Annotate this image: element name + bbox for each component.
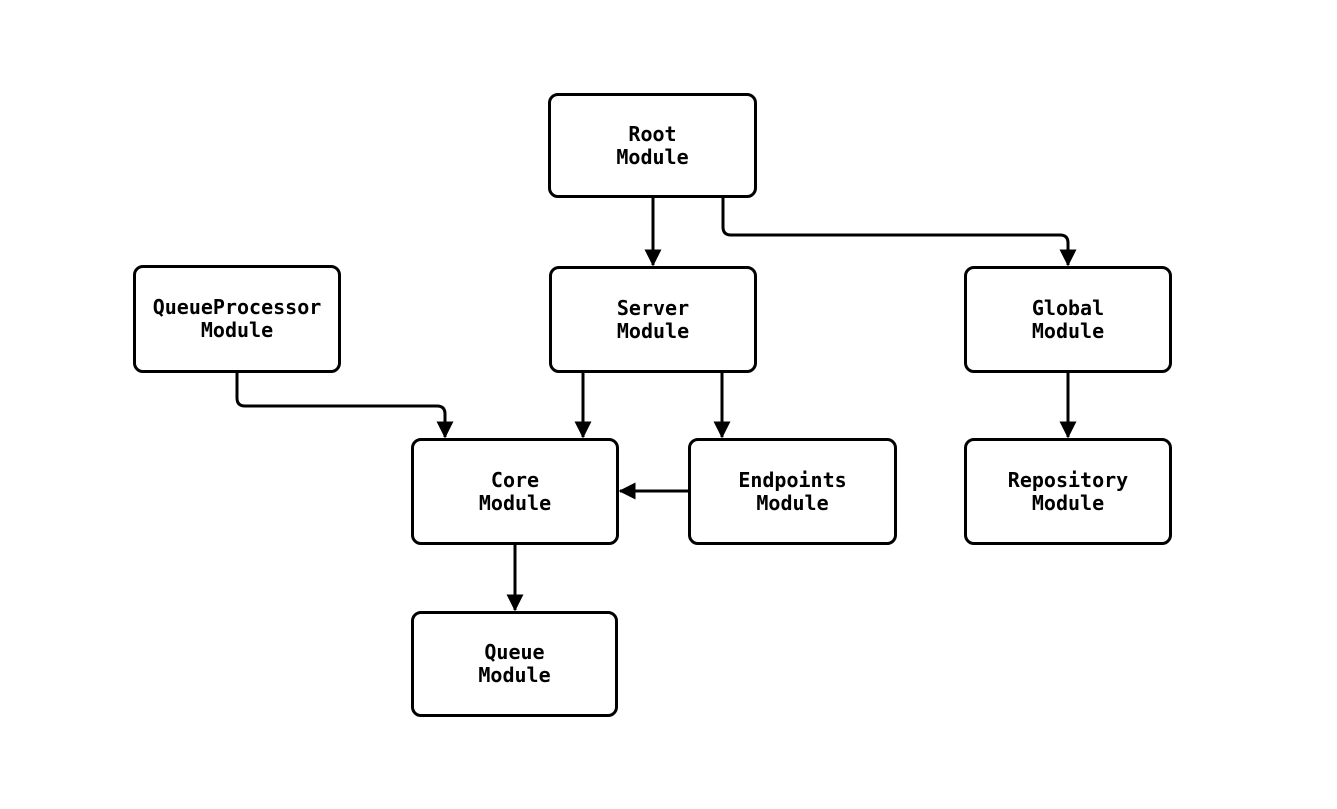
node-label-line: Module xyxy=(200,318,274,342)
node-label-line: Core xyxy=(490,467,540,492)
node-label-line: Root xyxy=(628,121,677,146)
node-label-line: Module xyxy=(478,663,551,687)
edge-root-to-global xyxy=(721,198,1077,267)
node-label-line: Endpoints xyxy=(738,467,847,492)
node-label-line: Global xyxy=(1031,295,1105,320)
edges-group xyxy=(235,198,1077,612)
node-label-line: Module xyxy=(616,318,690,343)
edge-queueprocessor-to-core xyxy=(235,373,454,439)
node-label-line: Server xyxy=(616,295,690,320)
node-label-line: Module xyxy=(756,490,829,515)
node-label-line: Module xyxy=(1031,318,1105,343)
node-label-line: Repository xyxy=(1007,467,1129,492)
node-label-line: QueueProcessor xyxy=(152,295,322,319)
node-label-line: Module xyxy=(1031,490,1105,515)
node-label-line: Module xyxy=(478,490,552,515)
node-label-line: Queue xyxy=(484,640,545,664)
node-label-line: Module xyxy=(616,144,689,169)
